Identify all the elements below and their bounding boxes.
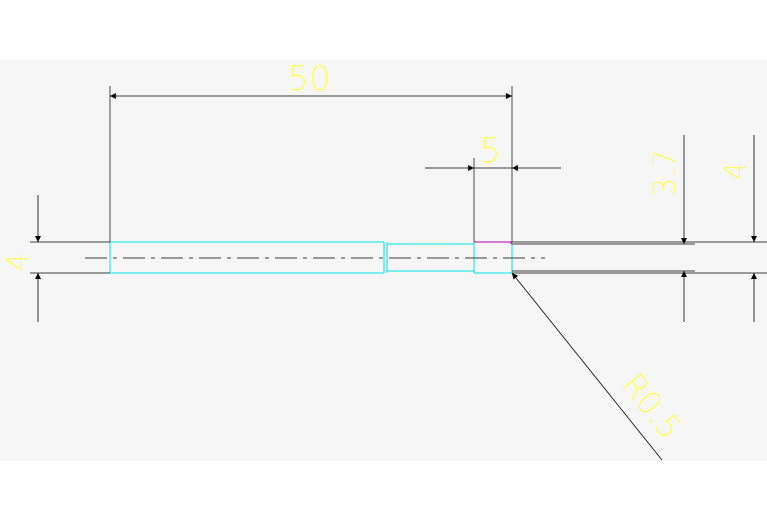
dim-diameter-right: 4 <box>719 135 757 322</box>
extension-lines <box>30 86 767 274</box>
dim-text-4-right: 4 <box>719 161 754 180</box>
dim-text-r0-5: R0.5 <box>614 366 689 447</box>
dim-text-50: 50 <box>287 59 330 99</box>
dim-overall-length: 50 <box>110 59 512 99</box>
dim-text-3-7: 3.7 <box>648 149 683 197</box>
dim-text-5: 5 <box>479 131 501 171</box>
dim-text-4-left: 4 <box>1 252 36 271</box>
dim-tip-length: 5 <box>425 131 561 171</box>
dim-radius: R0.5 <box>511 272 689 461</box>
tip-chamfer <box>474 241 513 245</box>
dim-tip-diameter: 3.7 <box>648 135 687 322</box>
dim-diameter-left: 4 <box>1 195 41 322</box>
part-outline <box>109 241 513 274</box>
